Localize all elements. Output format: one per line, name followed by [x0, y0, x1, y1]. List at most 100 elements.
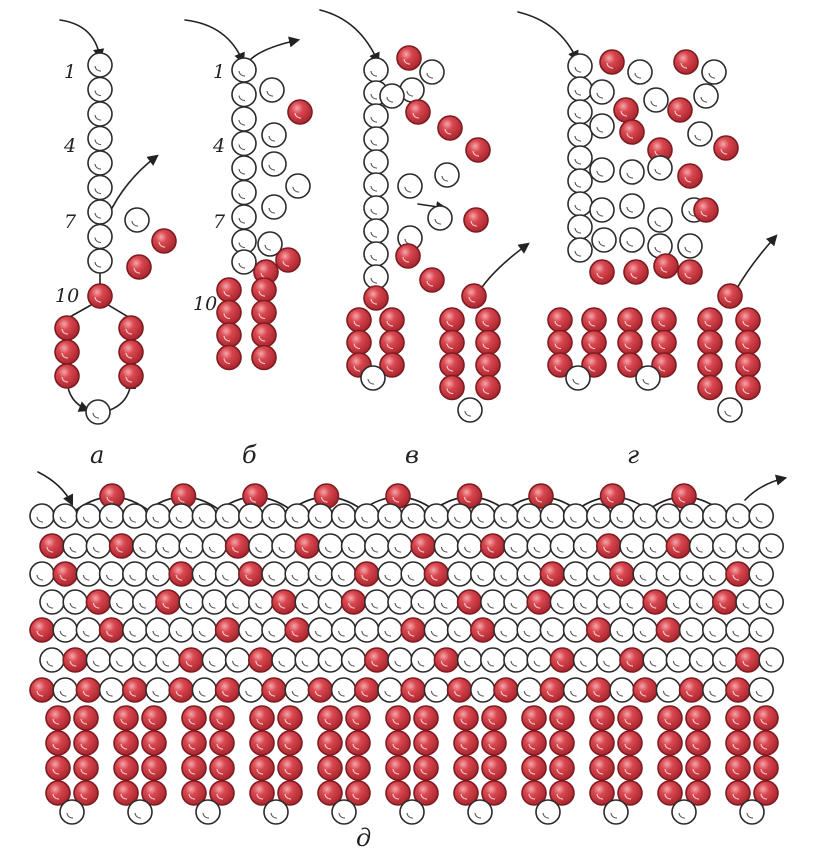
bead-white-icon [632, 617, 659, 643]
bead-white-icon [433, 533, 460, 559]
bead-red-icon [725, 780, 751, 806]
bead-highlight [392, 496, 400, 503]
bead-highlight [639, 516, 647, 523]
bead-red-icon [54, 339, 80, 365]
bead-white-icon [467, 799, 493, 825]
bead-red-icon [317, 705, 343, 731]
bead-white-icon [261, 122, 287, 148]
bead-highlight [678, 496, 686, 503]
bead-red-icon [521, 730, 547, 756]
bead-highlight [639, 690, 647, 697]
bead-red-icon [45, 730, 71, 756]
bead-white-icon [701, 677, 728, 703]
bead-white-icon [562, 561, 589, 587]
bead-red-icon [617, 755, 643, 781]
bead-highlight [686, 690, 693, 697]
bead-highlight [441, 175, 449, 182]
bead-highlight [404, 186, 412, 193]
bead-highlight [61, 328, 69, 335]
bead-highlight [426, 280, 434, 287]
bead-highlight [324, 546, 332, 553]
bead-highlight [596, 793, 604, 800]
bead-red-icon [677, 163, 703, 189]
bead-highlight [314, 574, 322, 581]
bead-white-icon [231, 249, 257, 275]
bead-highlight [406, 812, 414, 819]
bead-highlight [80, 768, 88, 775]
bead-highlight [162, 660, 170, 667]
bead-highlight [719, 546, 726, 553]
bead-white-icon [526, 647, 553, 673]
bead-white-icon [748, 561, 775, 587]
bead-red-icon [697, 329, 723, 356]
bead-highlight [392, 718, 400, 725]
bead-highlight [417, 546, 425, 553]
bead-red-icon [379, 352, 405, 378]
bead-highlight [574, 227, 582, 234]
bead-red-icon [345, 780, 371, 806]
bead-highlight [188, 718, 196, 725]
bead-red-icon [400, 617, 427, 643]
bead-highlight [338, 516, 345, 523]
bead-highlight [700, 96, 708, 103]
bead-white-icon [748, 677, 775, 703]
bead-red-icon [725, 561, 751, 587]
bead-highlight [106, 690, 113, 697]
bead-white-icon [397, 173, 423, 199]
bead-white-icon [261, 561, 287, 587]
bead-highlight [320, 496, 328, 503]
bead-highlight [700, 210, 708, 217]
bead-highlight [223, 290, 231, 297]
bead-highlight [500, 516, 508, 523]
arrow-icon [184, 19, 245, 65]
bead-red-icon [589, 755, 615, 781]
bead-red-icon [753, 730, 779, 756]
bead-white-icon [39, 647, 65, 673]
bead-white-icon [285, 173, 311, 199]
bead-white-icon [758, 647, 785, 673]
bead-white-icon [363, 241, 389, 267]
bead-white-icon [423, 677, 450, 703]
bead-white-icon [122, 561, 148, 587]
bead-highlight [510, 546, 518, 553]
bead-highlight [662, 690, 670, 697]
bead-highlight [384, 630, 392, 637]
bead-red-icon [581, 307, 607, 333]
bead-red-icon [118, 363, 144, 389]
bead-highlight [686, 574, 693, 581]
bead-white-icon [725, 617, 751, 643]
bead-red-icon [539, 677, 566, 703]
bead-white-icon [59, 799, 85, 825]
bead-highlight [588, 343, 596, 350]
bead-highlight [208, 660, 216, 667]
bead-highlight [268, 574, 276, 581]
bead-highlight [278, 546, 286, 553]
bead-red-icon [141, 755, 167, 781]
bead-red-icon [353, 677, 380, 703]
bead-red-icon [379, 307, 405, 333]
bead-red-icon [410, 533, 437, 559]
bead-highlight [477, 630, 484, 637]
bead-white-icon [711, 647, 738, 673]
bead-highlight [658, 320, 666, 327]
bead-highlight [46, 602, 54, 609]
bead-white-icon [526, 533, 553, 559]
bead-white-icon [446, 561, 473, 587]
bead-highlight [574, 204, 582, 211]
bead-red-icon [73, 730, 99, 756]
bead-white-icon [585, 561, 612, 587]
bead-highlight [59, 516, 67, 523]
bead-highlight [596, 210, 604, 217]
bead-highlight [468, 296, 476, 303]
bead-highlight [417, 660, 425, 667]
bead-highlight [294, 112, 302, 119]
bead-highlight [624, 743, 632, 750]
bead-red-icon [539, 561, 566, 587]
bead-highlight [403, 58, 411, 65]
bead-highlight [59, 630, 67, 637]
bead-white-icon [231, 179, 257, 206]
bead-highlight [82, 690, 90, 697]
bead-highlight [574, 135, 582, 142]
bead-white-icon [317, 647, 344, 673]
bead-highlight [570, 516, 577, 523]
